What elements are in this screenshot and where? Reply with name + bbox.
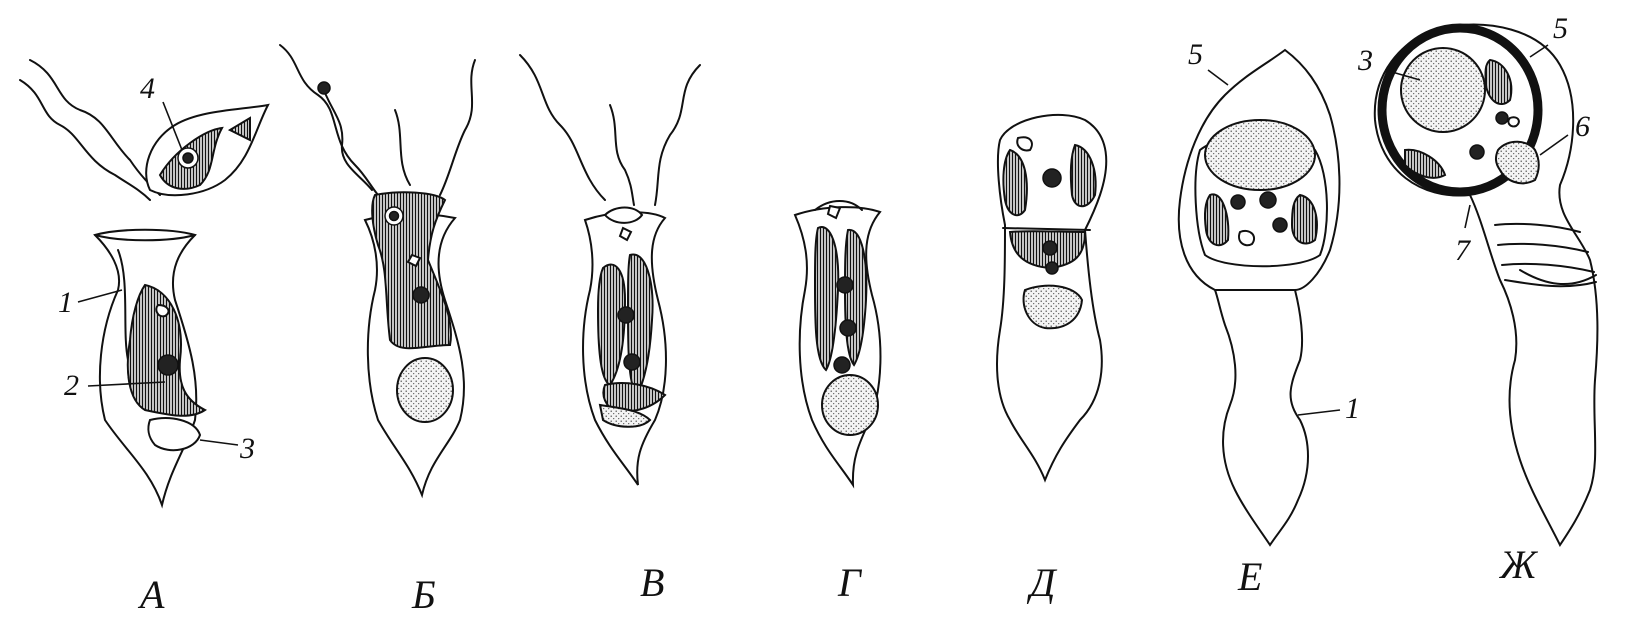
callout-zh-3: 3 [1357,44,1373,77]
stage-g-drawing [795,201,880,485]
callout-a-2: 2 [64,369,79,402]
stage-label-b: Б [411,572,436,617]
stage-b-drawing [280,45,475,495]
stage-label-d: Д [1026,560,1058,605]
stage-label-v: В [640,560,664,605]
callout-zh-6: 6 [1575,110,1590,143]
stage-label-e: Е [1237,554,1262,599]
stage-a-drawing [20,60,268,505]
callout-e-1: 1 [1345,392,1360,425]
stage-v-drawing [520,55,700,485]
stage-zh-drawing [1375,25,1598,545]
stage-d-drawing [997,115,1106,480]
callout-e-5: 5 [1188,38,1203,71]
stage-label-zh: Ж [1498,542,1539,587]
callout-zh-7: 7 [1455,234,1472,267]
callout-a-3: 3 [239,432,255,465]
callout-a-1: 1 [58,286,73,319]
stage-label-g: Г [837,560,863,605]
callout-a-4: 4 [140,72,155,105]
callout-zh-5: 5 [1553,12,1568,45]
stage-e-drawing [1179,50,1340,545]
stage-label-a: А [137,572,165,617]
